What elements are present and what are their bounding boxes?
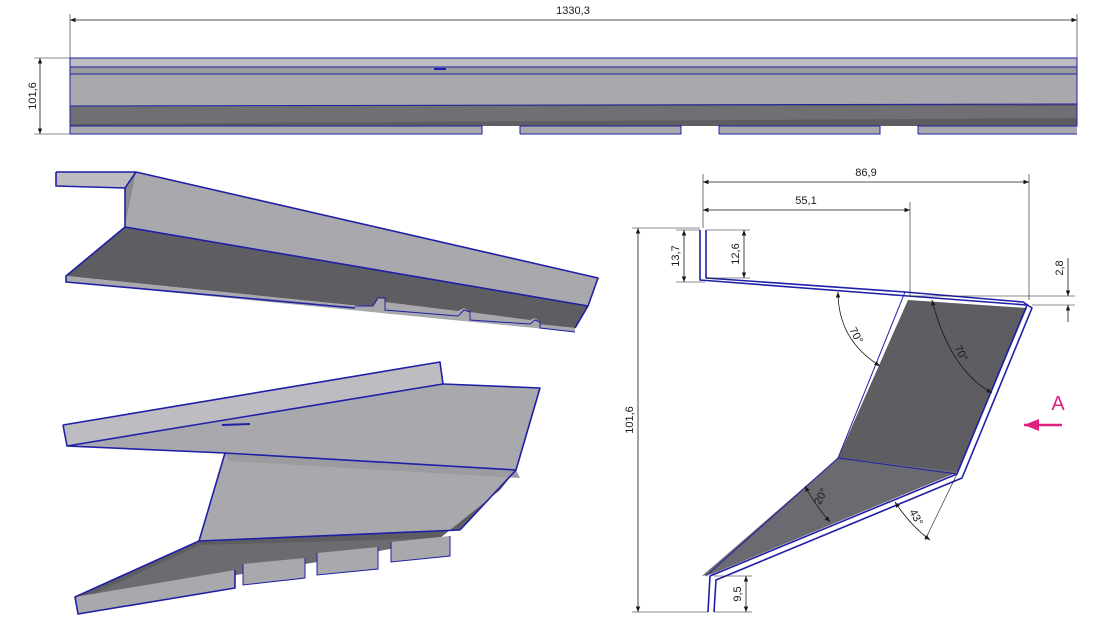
view-label: A: [1051, 393, 1065, 415]
profile-height-dimension: 101,6: [624, 406, 636, 434]
right-offset-dimension: 2,8: [1054, 260, 1066, 275]
angle-upper-left: 70°: [846, 325, 864, 345]
left-flange-inner-dimension: 12,6: [730, 243, 742, 264]
profile-view: 86,9 55,1 13,7 12,6 2,8 101,6 9,5 7: [624, 167, 1075, 613]
isometric-view-upper: [55, 171, 599, 333]
left-flange-height-dimension: 13,7: [670, 245, 682, 266]
top-height-dimension: 101,6: [27, 82, 39, 110]
top-view: 1330,3 101,6: [27, 5, 1078, 135]
profile-width-partial-dimension: 55,1: [795, 195, 816, 207]
overall-length-dimension: 1330,3: [556, 5, 590, 17]
profile-width-total-dimension: 86,9: [855, 167, 876, 179]
angle-lower-right: 43°: [906, 507, 924, 527]
bottom-flange-dimension: 9,5: [732, 586, 744, 601]
isometric-view-lower: [62, 361, 541, 615]
